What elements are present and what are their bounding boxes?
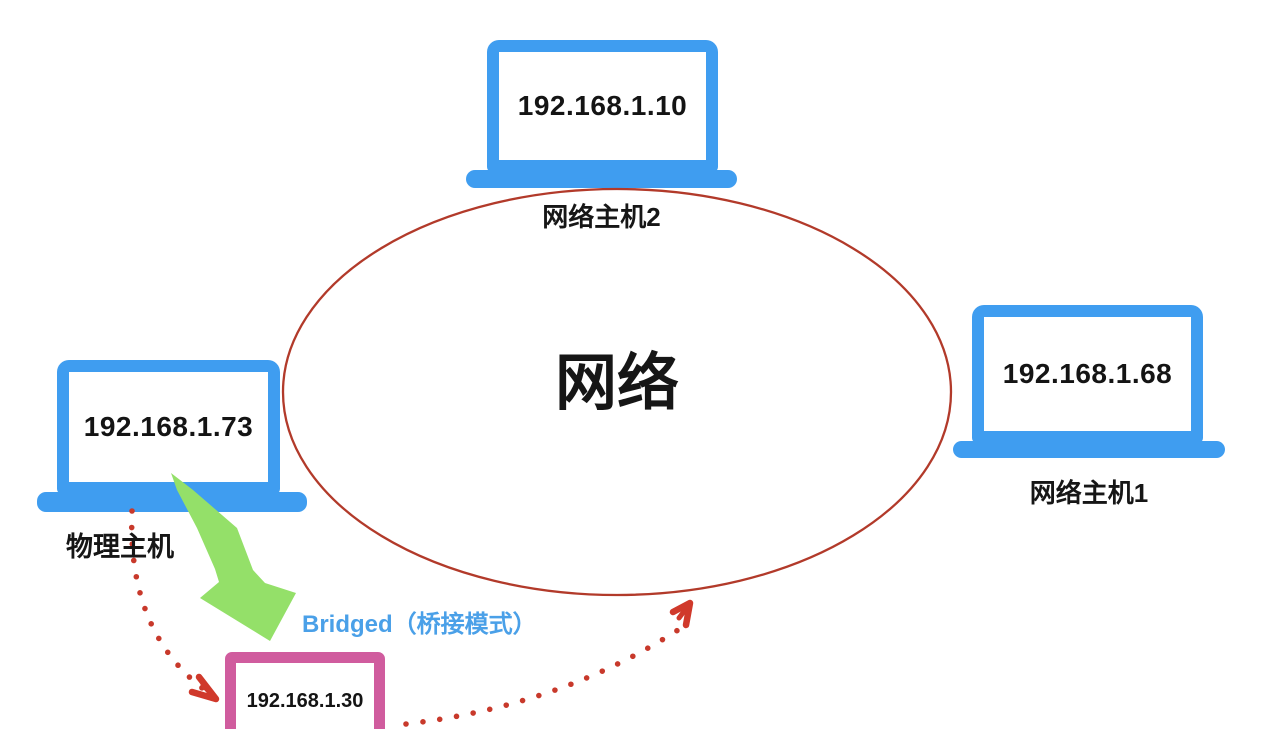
label-physical-host: 物理主机 [66, 532, 174, 562]
label-network-host-1: 网络主机1 [1029, 478, 1149, 508]
network-cloud-label: 网络 [554, 349, 679, 418]
vm-box-icon: 192.168.1.30 [225, 652, 385, 729]
laptop-base [37, 492, 307, 512]
arrowhead-stub [676, 603, 691, 621]
laptop-screen: 192.168.1.10 [487, 40, 718, 172]
arrowhead-vm-to-network [669, 599, 694, 629]
arrowhead-host-to-vm [188, 673, 220, 703]
label-network-host-2: 网络主机2 [542, 202, 661, 232]
laptop-screen: 192.168.1.68 [972, 305, 1203, 443]
ip-address-vm: 192.168.1.30 [246, 690, 364, 712]
laptop-screen: 192.168.1.73 [57, 360, 280, 494]
laptop-base [953, 441, 1225, 458]
laptop-base [466, 170, 737, 188]
dotted-arrow-vm-to-network [403, 627, 681, 727]
ip-address-network-host-2: 192.168.1.10 [517, 90, 688, 121]
ip-address-physical-host: 192.168.1.73 [83, 411, 254, 442]
bridged-mode-label: Bridged（桥接模式） [302, 611, 537, 638]
ip-address-network-host-1: 192.168.1.68 [1002, 358, 1173, 389]
arrowhead-stub [200, 682, 217, 700]
